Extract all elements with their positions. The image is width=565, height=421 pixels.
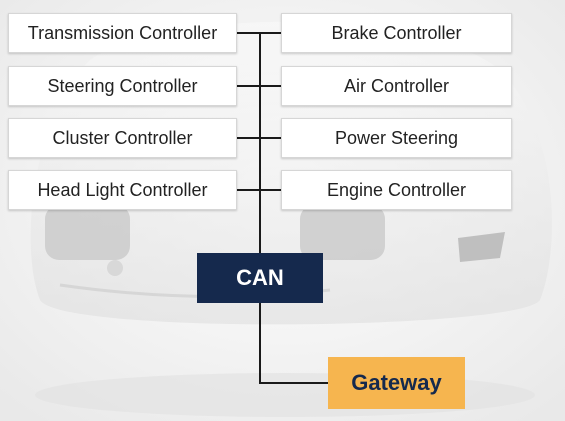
head-light-controller-box: Head Light Controller — [8, 170, 237, 210]
transmission-controller-box: Transmission Controller — [8, 13, 237, 53]
air-controller-box: Air Controller — [281, 66, 512, 106]
can-bus-box: CAN — [197, 253, 323, 303]
engine-controller-box: Engine Controller — [281, 170, 512, 210]
brake-controller-box: Brake Controller — [281, 13, 512, 53]
gateway-box: Gateway — [328, 357, 465, 409]
cluster-controller-box: Cluster Controller — [8, 118, 237, 158]
bus-lines — [237, 32, 328, 384]
steering-controller-box: Steering Controller — [8, 66, 237, 106]
power-steering-box: Power Steering — [281, 118, 512, 158]
